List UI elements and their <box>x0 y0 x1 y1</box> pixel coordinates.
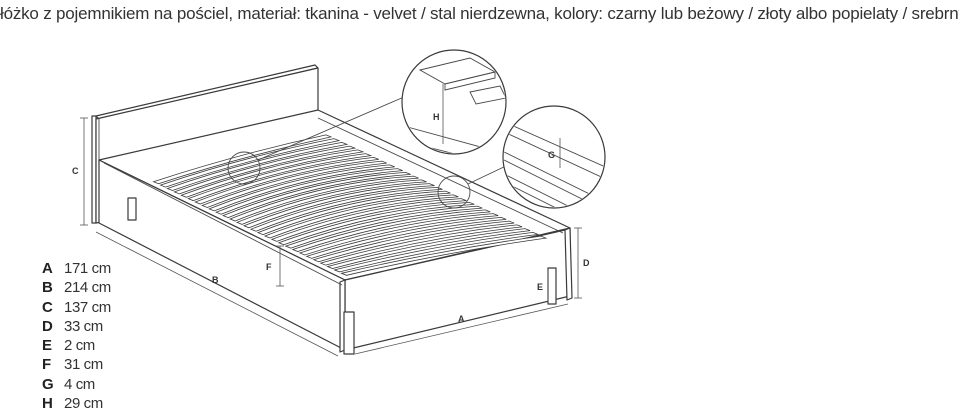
leader-line-h <box>257 96 405 161</box>
dim-label-f: F <box>266 262 272 272</box>
slat <box>333 231 540 273</box>
slat <box>152 134 333 185</box>
slat <box>340 235 548 276</box>
dim-label-b: B <box>212 275 219 285</box>
slat <box>201 160 387 208</box>
slat <box>326 228 531 269</box>
slat <box>215 168 403 215</box>
slat <box>242 183 435 229</box>
leader-line-g <box>467 164 509 185</box>
dim-label-g: G <box>548 150 555 160</box>
slat <box>229 175 419 222</box>
detail-view-h <box>401 49 507 155</box>
slat <box>263 194 459 239</box>
slat <box>249 186 443 232</box>
slat <box>319 224 523 266</box>
slat <box>194 156 379 205</box>
slat <box>187 153 373 202</box>
slat <box>235 179 427 225</box>
slat-grid <box>152 134 548 276</box>
slat <box>298 213 499 256</box>
slat <box>222 171 411 219</box>
slat <box>284 205 483 249</box>
slat <box>270 198 467 242</box>
dim-label-h: H <box>433 112 440 122</box>
slat <box>208 164 395 212</box>
dim-label-e: E <box>537 282 543 292</box>
slat <box>180 149 365 198</box>
product-description: łóżko z pojemnikiem na pościel, materiał… <box>0 4 959 23</box>
slat <box>291 209 491 252</box>
slat <box>305 216 507 259</box>
dimension-lines <box>80 117 582 357</box>
detail-marker-g <box>437 175 471 209</box>
slat <box>159 138 341 188</box>
dim-label-a: A <box>458 314 465 324</box>
slat <box>166 141 349 191</box>
dim-label-d: D <box>583 258 590 268</box>
slat <box>173 145 357 195</box>
slat <box>256 190 451 236</box>
detail-marker-h <box>227 151 261 185</box>
slat <box>312 220 515 263</box>
slat <box>277 201 475 246</box>
dim-label-c: C <box>72 166 79 176</box>
